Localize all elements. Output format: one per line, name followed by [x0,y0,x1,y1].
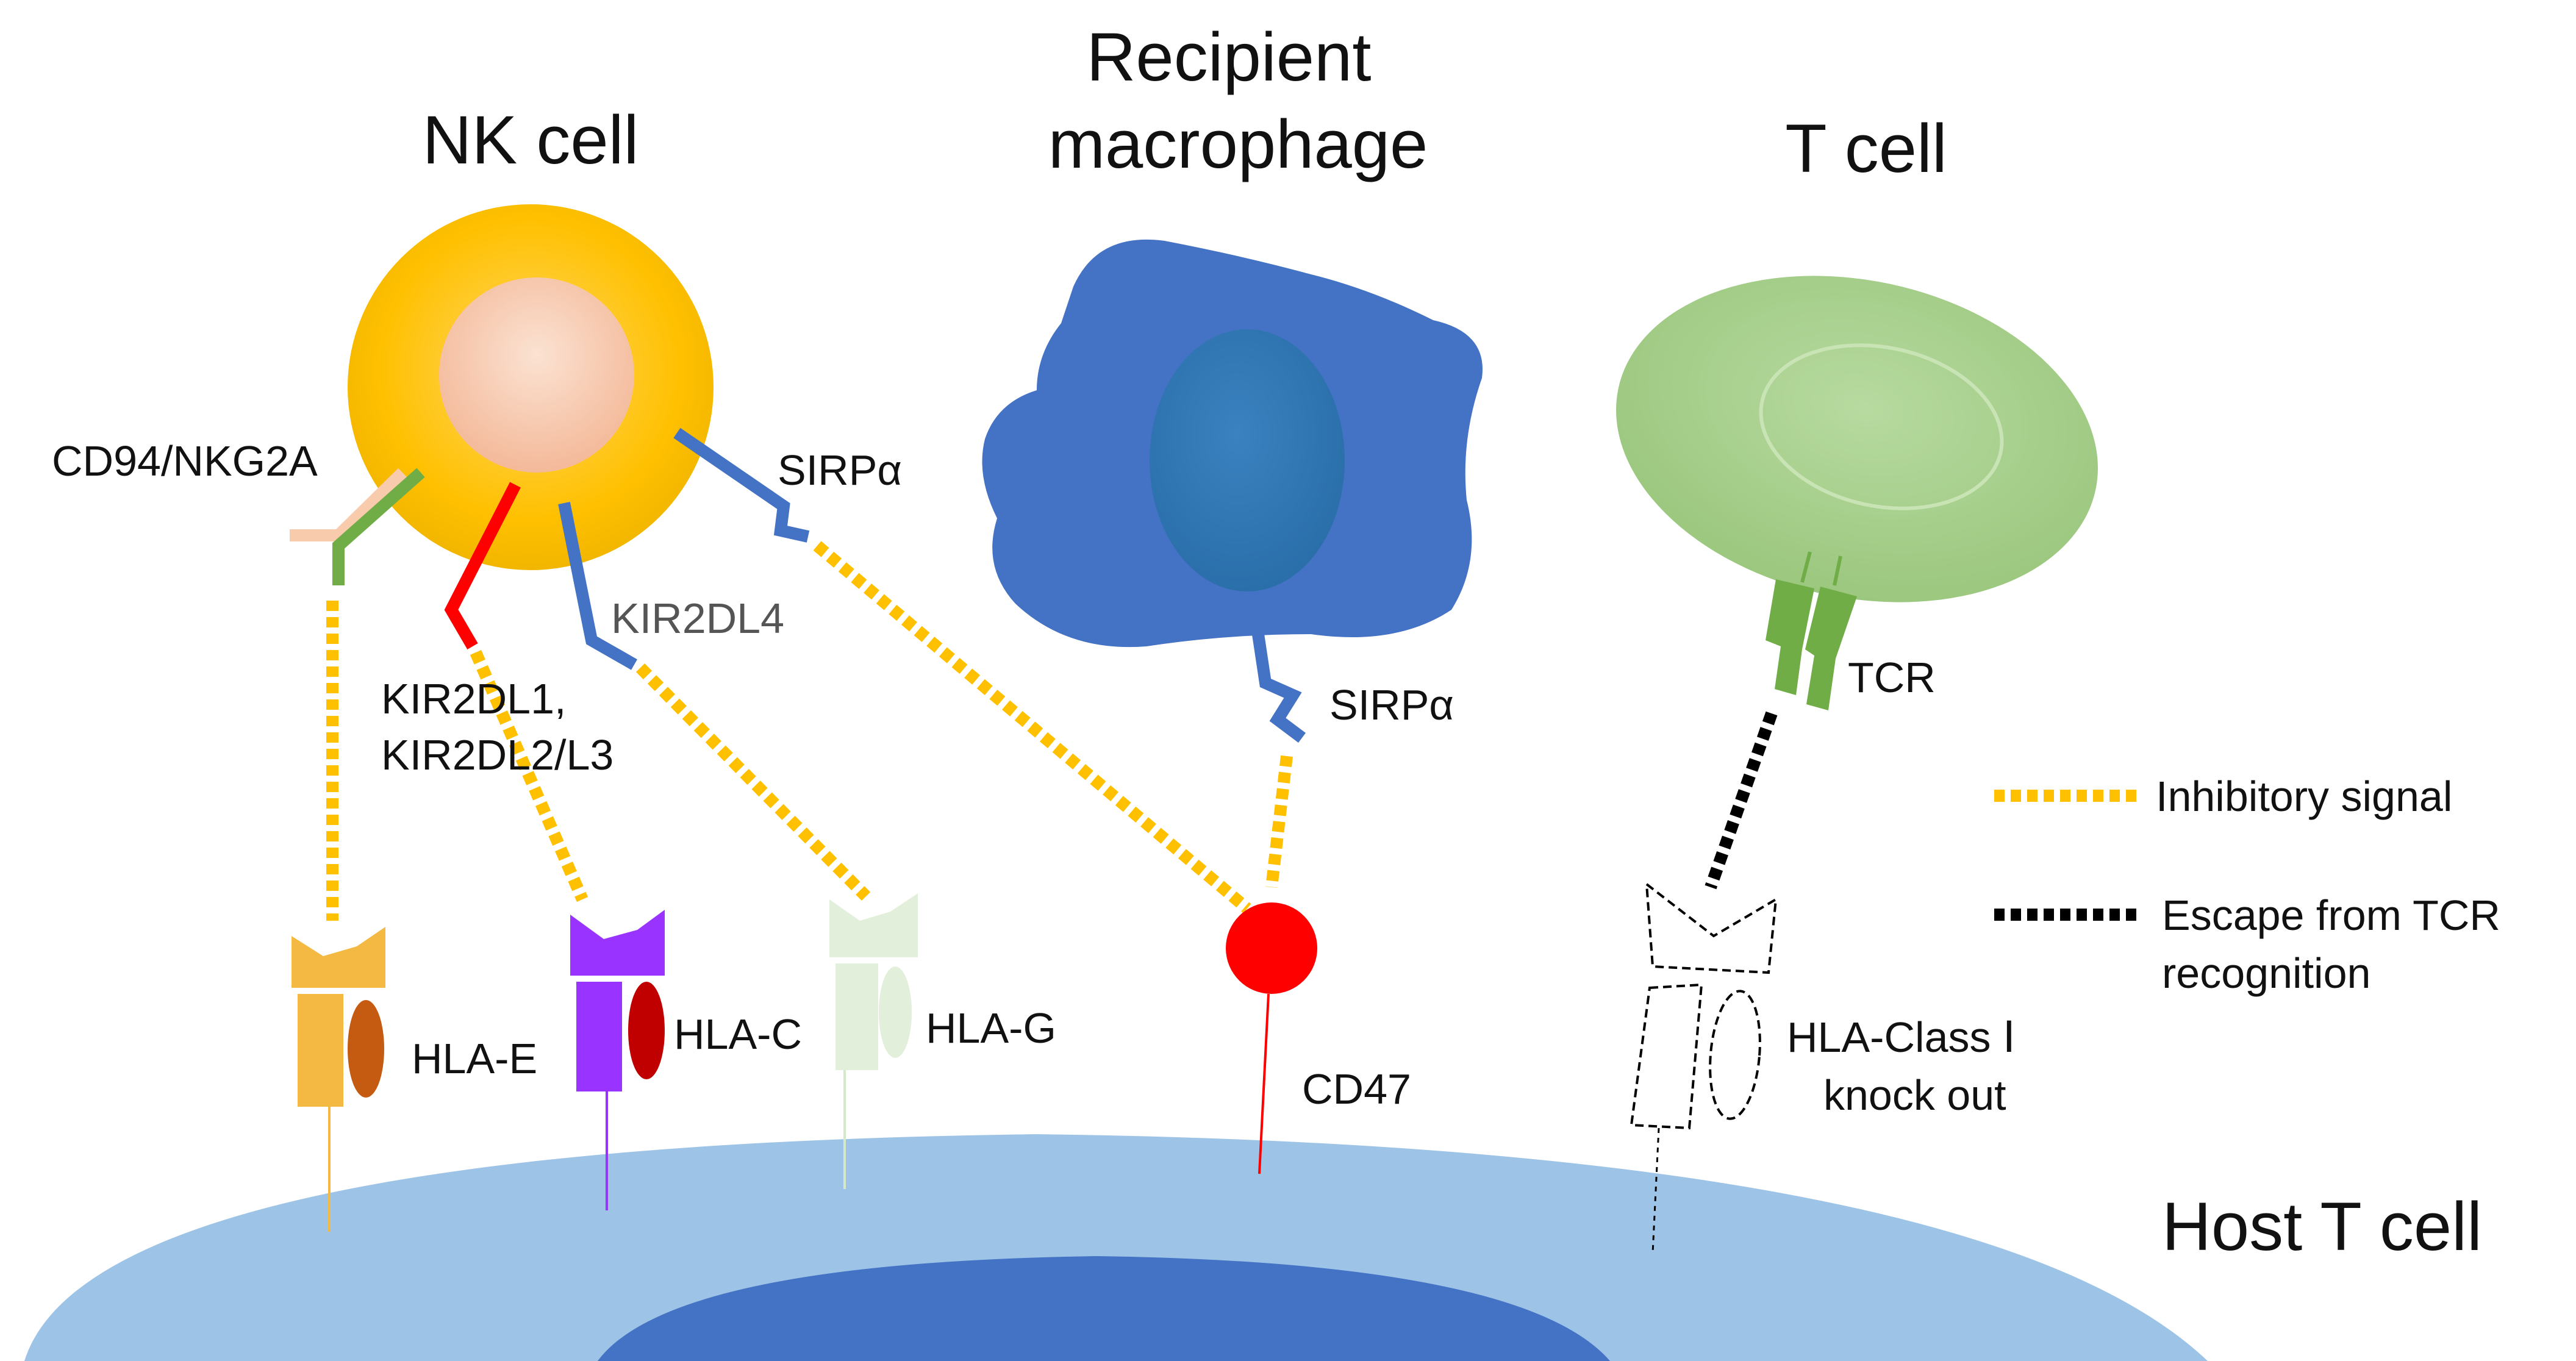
legend-inhibitory-label: Inhibitory signal [2156,773,2452,820]
escape-signal-line [1705,711,1778,890]
kir2dl4-receptor [558,502,637,670]
sirpa-macrophage-label: SIRPα [1329,681,1454,729]
cd94-nkg2a-label: CD94/NKG2A [52,437,318,485]
t-cell-title: T cell [1785,110,1947,187]
legend: Inhibitory signal Escape from TCR recogn… [1994,773,2500,997]
hla-e-label: HLA-E [412,1035,537,1082]
macrophage-nucleus [1150,329,1345,591]
sirpa-macrophage-receptor [1250,621,1306,743]
hla-g-label: HLA-G [926,1004,1056,1052]
sirpa-nk-receptor [673,427,810,543]
t-cell-body [1616,276,2098,602]
kir2dl1-receptor [444,482,521,650]
hla-knockout-label-line2: knock out [1823,1071,2006,1119]
hla-g-molecule [829,893,918,1189]
cd94-nkg2a-receptor [290,468,425,585]
macrophage-title-line2: macrophage [1048,106,1428,182]
inhibitory-signal-lines [326,541,1293,921]
recipient-macrophage [982,239,1483,648]
hla-c-molecule [570,910,665,1210]
macrophage-title-line1: Recipient [1087,19,1372,95]
kir2dl1-label-line1: KIR2DL1, [381,675,566,723]
host-cell-nucleus [598,1256,1610,1361]
kir2dl4-label: KIR2DL4 [611,595,784,642]
legend-escape-label-line2: recognition [2162,949,2370,997]
cd47-label: CD47 [1302,1065,1411,1113]
hla-e-molecule [292,927,385,1232]
kir2dl1-label-line2: KIR2DL2/L3 [381,731,614,779]
host-cell-membrane [24,1134,2208,1361]
nk-cell [348,204,714,570]
legend-escape-label-line1: Escape from TCR [2162,891,2500,939]
sirpa-nk-label: SIRPα [778,446,902,494]
hla-knockout-label-line1: HLA-Class Ⅰ [1787,1013,2016,1061]
nk-cell-nucleus [439,277,634,473]
cd47-molecule [1226,902,1317,1174]
hla-class-i-knockout [1630,881,1778,1254]
host-t-cell-label: Host T cell [2162,1188,2482,1265]
hla-c-label: HLA-C [674,1010,802,1058]
tcr-receptor [1766,551,1857,710]
t-cell [1616,276,2098,602]
t-cell-inner-disc [1759,343,2004,510]
host-t-cell [24,1134,2208,1361]
tcr-label: TCR [1848,654,1936,701]
nk-cell-title: NK cell [423,102,639,178]
